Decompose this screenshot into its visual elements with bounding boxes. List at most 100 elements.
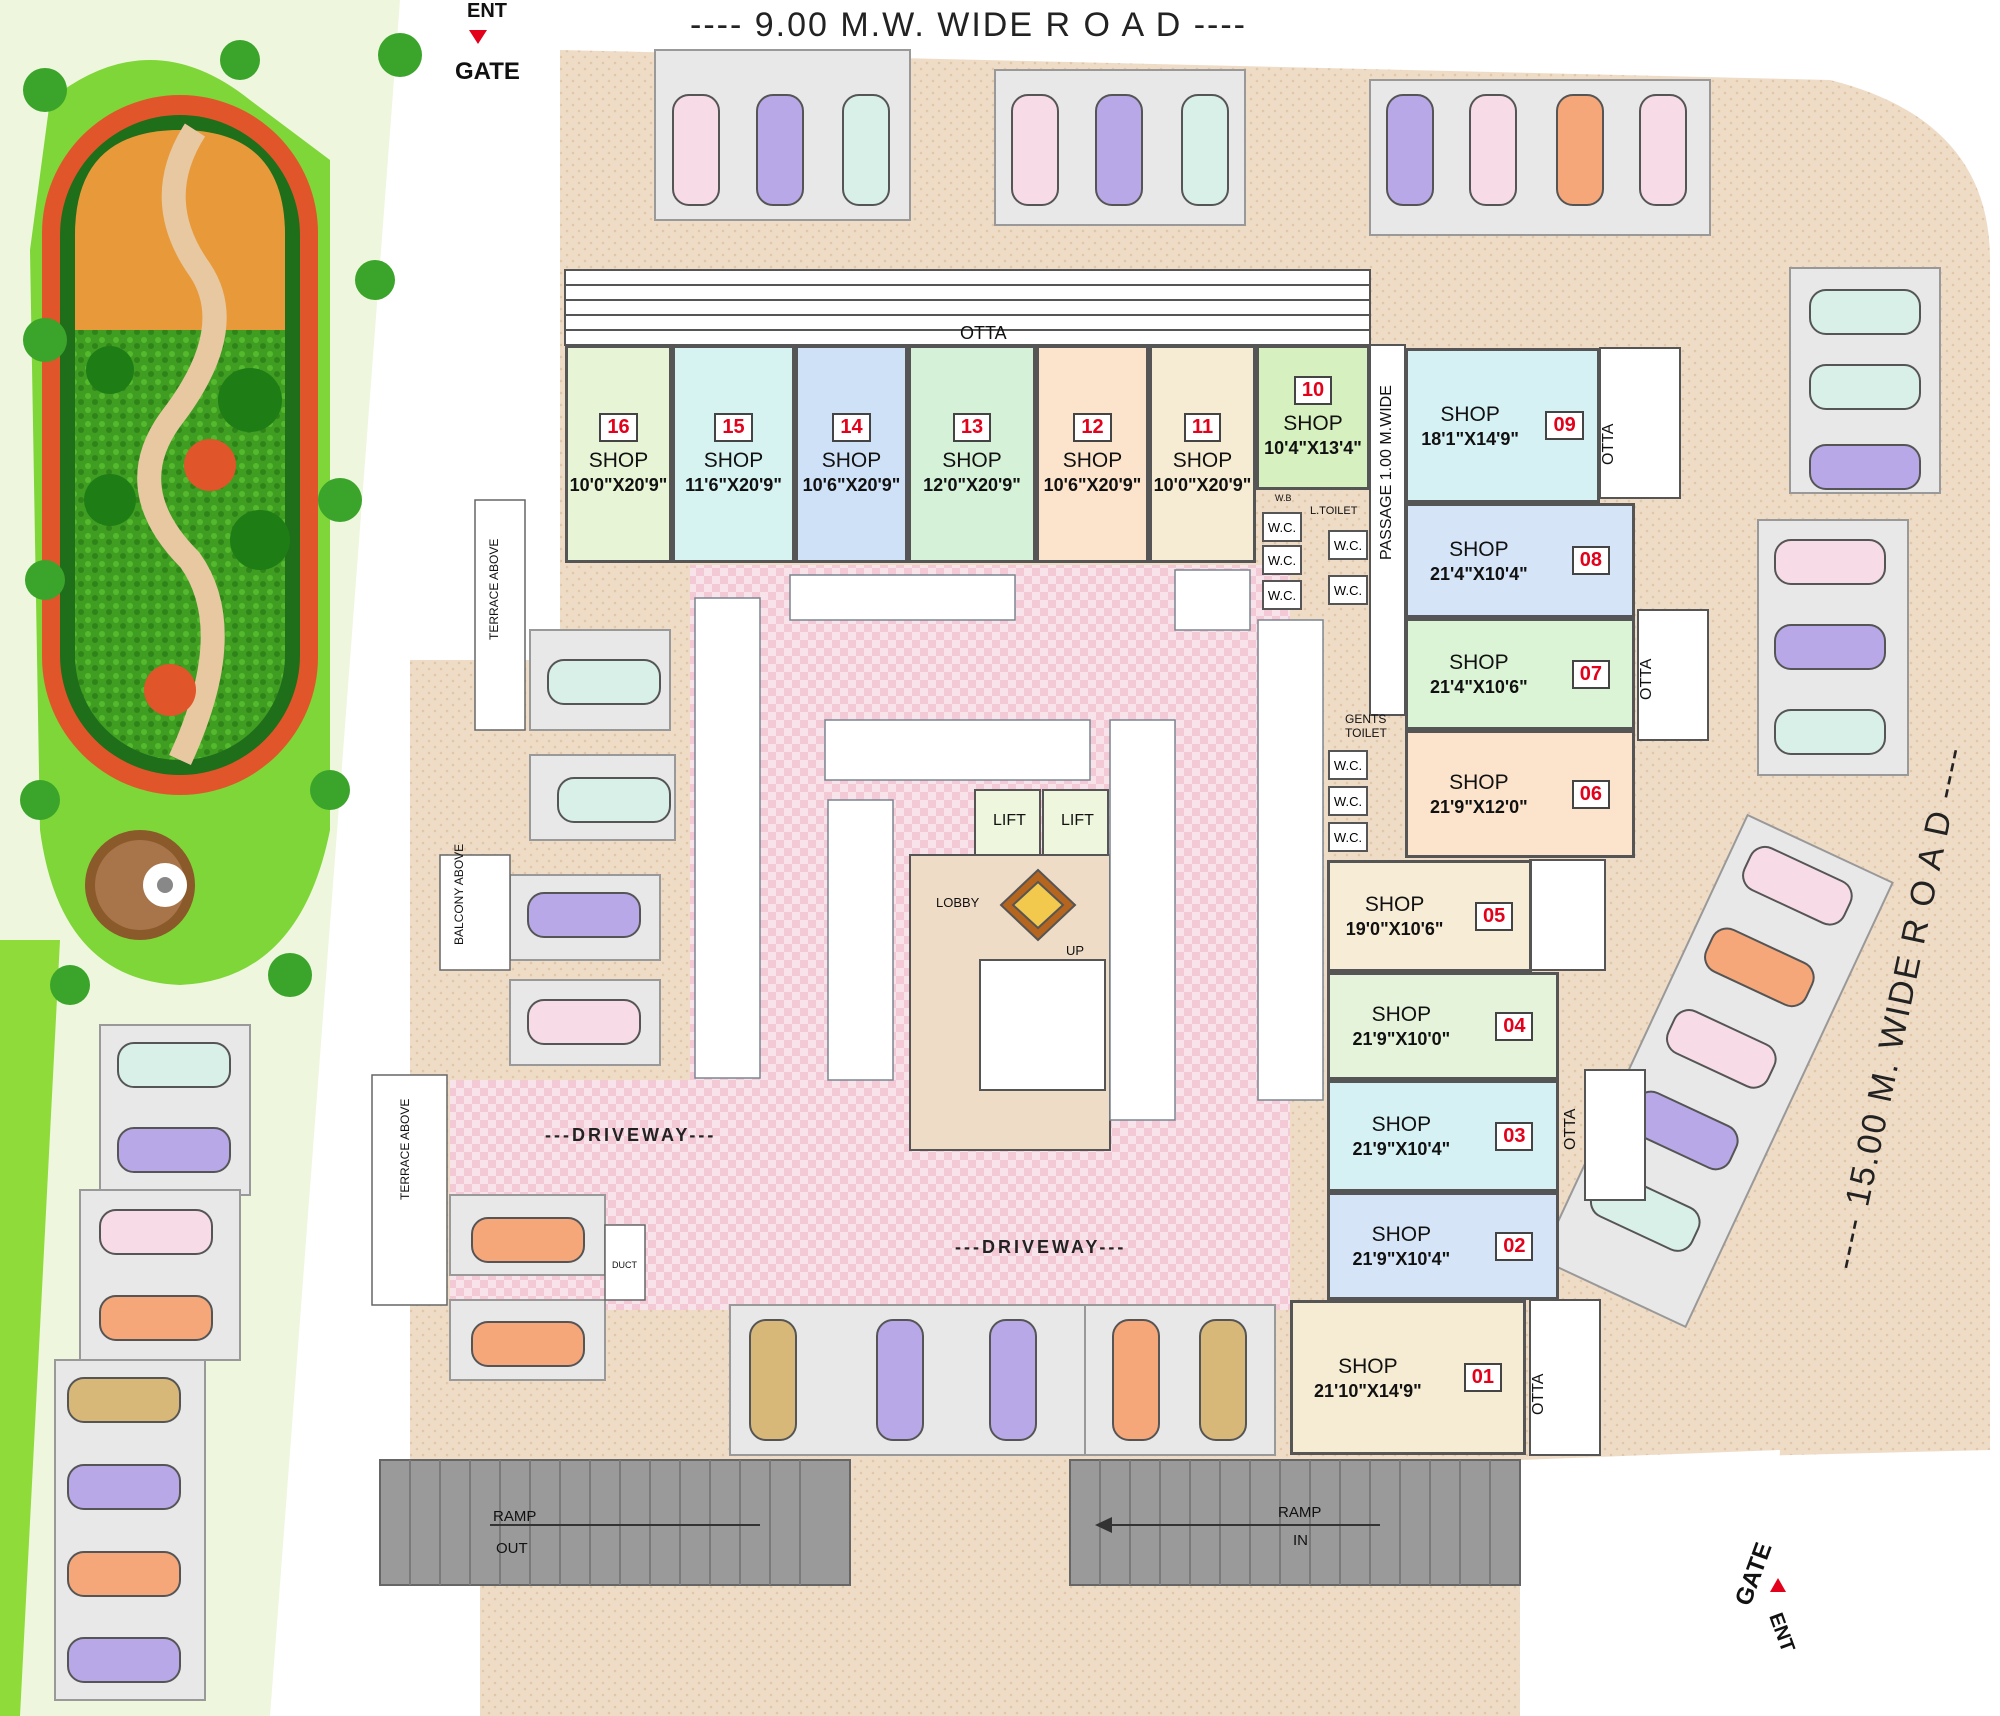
ramp-out-direction: OUT	[496, 1540, 528, 1557]
terrace-above-label-2: TERRACE ABOVE	[398, 1098, 412, 1200]
ladies-toilet-label: L.TOILET	[1310, 505, 1358, 517]
ramp-in-label: RAMP	[1278, 1504, 1322, 1521]
shop-number: 14	[832, 412, 871, 442]
shop-dimensions: 21'9"X10'0"	[1352, 1029, 1451, 1049]
otta-band	[564, 269, 1371, 346]
otta-top-label: OTTA	[960, 323, 1007, 343]
shop-label: SHOP	[1449, 651, 1509, 674]
shop-number: 13	[952, 412, 992, 442]
shop-05[interactable]: SHOP 19'0"X10'6" 05	[1327, 860, 1532, 972]
shop-02[interactable]: SHOP 21'9"X10'4" 02	[1327, 1192, 1559, 1300]
shop-label: SHOP	[1449, 537, 1509, 561]
shop-12[interactable]: 12 SHOP 10'6"X20'9"	[1036, 345, 1149, 563]
shop-dimensions: 21'4"X10'4"	[1430, 563, 1528, 584]
garden	[20, 33, 422, 1005]
otta-label-07: OTTA	[1638, 658, 1655, 700]
shop-number: 15	[714, 412, 753, 442]
lift-label-2: LIFT	[1061, 812, 1094, 829]
shop-10[interactable]: 10 SHOP 10'4"X13'4"	[1256, 345, 1370, 490]
shop-label: SHOP	[1283, 412, 1343, 435]
wc-5: W.C.	[1328, 575, 1368, 605]
shop-label: SHOP	[1338, 1354, 1398, 1378]
north-ent-label: ENT	[467, 0, 507, 22]
shop-label: SHOP	[588, 448, 649, 472]
wc-3: W.C.	[1262, 580, 1302, 610]
shop-dimensions: 21'4"X10'6"	[1430, 677, 1528, 697]
north-gate-arrow	[469, 30, 487, 44]
shop-dimensions: 10'6"X20'9"	[802, 474, 901, 495]
driveway-label-1: ---DRIVEWAY---	[545, 1125, 717, 1145]
shop-label: SHOP	[942, 448, 1002, 472]
shop-number: 02	[1495, 1231, 1534, 1261]
shop-06[interactable]: SHOP 21'9"X12'0" 06	[1405, 730, 1635, 858]
south-gate-arrow	[1770, 1578, 1786, 1592]
shop-label: SHOP	[1449, 771, 1509, 794]
shop-dimensions: 21'9"X12'0"	[1430, 797, 1528, 817]
ramp-in-direction: IN	[1293, 1532, 1308, 1549]
shop-dimensions: 19'0"X10'6"	[1345, 919, 1444, 939]
balcony-above-label: BALCONY ABOVE	[452, 843, 466, 945]
shop-07[interactable]: SHOP 21'4"X10'6" 07	[1405, 618, 1635, 730]
shop-number: 04	[1495, 1011, 1534, 1041]
shop-dimensions: 10'0"X20'9"	[1153, 474, 1252, 495]
shop-dimensions: 10'0"X20'9"	[569, 474, 668, 495]
shop-number: 03	[1495, 1121, 1534, 1151]
passage-label: PASSAGE 1.00 M.WIDE	[1378, 385, 1395, 560]
wc-8: W.C.	[1328, 822, 1368, 852]
shop-number: 06	[1571, 779, 1610, 809]
shop-number: 10	[1293, 376, 1333, 405]
shop-label: SHOP	[1364, 893, 1425, 916]
shop-label: SHOP	[1172, 448, 1233, 472]
shop-number: 07	[1571, 659, 1610, 689]
lobby-label: LOBBY	[936, 895, 980, 910]
shop-dimensions: 21'10"X14'9"	[1314, 1380, 1422, 1401]
wc-2: W.C.	[1262, 545, 1302, 575]
otta-label-03: OTTA	[1562, 1108, 1579, 1150]
driveway-label-2: ---DRIVEWAY---	[955, 1237, 1127, 1257]
wc-7: W.C.	[1328, 786, 1368, 816]
shop-04[interactable]: SHOP 21'9"X10'0" 04	[1327, 972, 1559, 1080]
north-gate-label: GATE	[455, 58, 520, 85]
shop-14[interactable]: 14 SHOP 10'6"X20'9"	[795, 345, 908, 563]
shop-label: SHOP	[1371, 1113, 1432, 1136]
shop-dimensions: 10'6"X20'9"	[1043, 474, 1142, 495]
shop-label: SHOP	[1371, 1223, 1432, 1246]
shop-dimensions: 21'9"X10'4"	[1352, 1139, 1451, 1159]
shop-number: 05	[1474, 901, 1514, 931]
ramp-out-label: RAMP	[493, 1508, 537, 1525]
wc-6: W.C.	[1328, 750, 1368, 780]
shop-number: 11	[1183, 412, 1222, 442]
shop-label: SHOP	[1062, 448, 1123, 472]
shop-number: 12	[1073, 412, 1112, 442]
shop-dimensions: 21'9"X10'4"	[1352, 1249, 1451, 1269]
shop-03[interactable]: SHOP 21'9"X10'4" 03	[1327, 1080, 1559, 1192]
shop-11[interactable]: 11 SHOP 10'0"X20'9"	[1149, 345, 1256, 563]
stair-up-label: UP	[1066, 943, 1085, 958]
duct-label: DUCT	[612, 1260, 637, 1270]
shop-number: 09	[1545, 411, 1584, 440]
shop-dimensions: 11'6"X20'9"	[685, 474, 782, 495]
shop-number: 08	[1571, 546, 1610, 575]
lift-label-1: LIFT	[993, 812, 1026, 829]
shop-dimensions: 12'0"X20'9"	[923, 474, 1021, 495]
wc-1: W.C.	[1262, 512, 1302, 542]
shop-dimensions: 10'4"X13'4"	[1264, 438, 1362, 458]
gents-toilet-label: GENTS TOILET	[1345, 712, 1387, 740]
shop-label: SHOP	[821, 448, 882, 472]
terrace-above-label: TERRACE ABOVE	[487, 538, 501, 640]
cars-top	[672, 94, 1687, 206]
wc-4: W.C.	[1328, 530, 1368, 560]
shop-15[interactable]: 15 SHOP 11'6"X20'9"	[672, 345, 795, 563]
otta-label-09: OTTA	[1600, 423, 1617, 465]
shop-number: 16	[599, 412, 638, 442]
shop-dimensions: 18'1"X14'9"	[1421, 428, 1519, 449]
shop-13[interactable]: 13 SHOP 12'0"X20'9"	[908, 345, 1036, 563]
shop-16[interactable]: 16 SHOP 10'0"X20'9"	[565, 345, 672, 563]
ramps	[379, 1459, 1521, 1586]
north-road-label: ---- 9.00 M.W. WIDE R O A D ----	[690, 6, 1247, 44]
shop-label: SHOP	[1371, 1003, 1432, 1026]
